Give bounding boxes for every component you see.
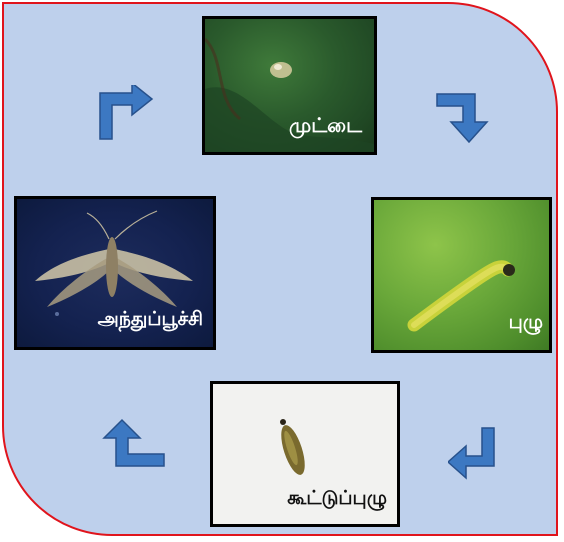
lifecycle-panel: முட்டை புழு கூட்டுப்புழு <box>2 2 558 536</box>
arrow-pupa-to-adult-icon <box>102 418 166 478</box>
arrow-adult-to-egg-icon <box>96 85 156 145</box>
larva-head <box>503 264 515 276</box>
pupa-label: கூட்டுப்புழு <box>287 487 387 512</box>
egg-label: முட்டை <box>289 113 362 140</box>
larva-label: புழு <box>509 311 543 336</box>
moth-body <box>106 237 118 297</box>
arrow-egg-to-larva-icon <box>435 90 495 150</box>
arrow-larva-to-pupa-icon <box>448 424 508 484</box>
moth-photo: அந்துப்பூச்சி <box>14 196 216 350</box>
larva-photo: புழு <box>371 197 552 353</box>
egg-icon <box>270 62 292 78</box>
pupa-photo: கூட்டுப்புழு <box>210 381 400 527</box>
moth-label: அந்துப்பூச்சி <box>98 308 203 333</box>
egg-photo: முட்டை <box>202 16 377 155</box>
